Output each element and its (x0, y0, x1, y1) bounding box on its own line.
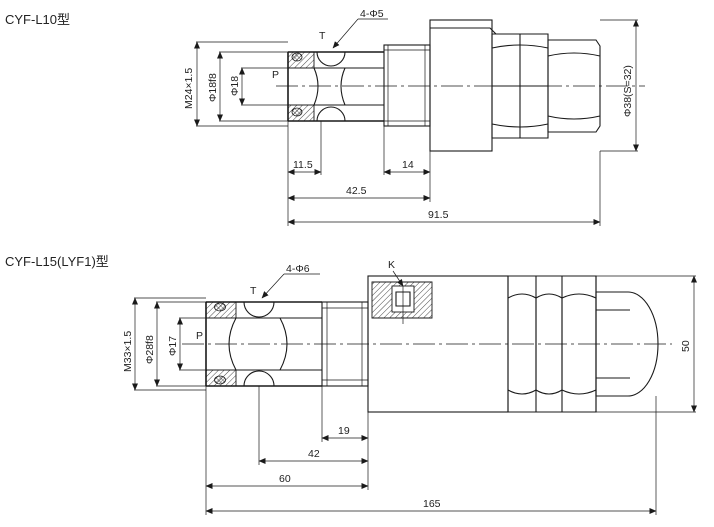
lower-cavity (228, 317, 288, 371)
lower-spigot-dim: Φ28f8 (144, 335, 156, 364)
upper-dim-3: 42.5 (346, 185, 367, 197)
lower-title: CYF-L15(LYF1)型 (5, 254, 109, 269)
upper-ports-label: 4-Φ5 (360, 8, 384, 20)
lower-dome-cap (595, 291, 659, 397)
lower-drawing: CYF-L15(LYF1)型 T 4-Φ6 (5, 254, 697, 515)
upper-hex-dim: Φ38(S=32) (622, 65, 634, 117)
upper-bore (314, 67, 384, 106)
upper-thread (383, 44, 431, 127)
lower-port-top (243, 301, 275, 318)
lower-port-T-label: T (250, 285, 257, 297)
lower-port-P-label: P (196, 330, 203, 342)
lower-thread-dim: M33×1.5 (122, 331, 134, 372)
lower-oring-top (214, 302, 226, 312)
upper-port-bottom (316, 106, 346, 122)
upper-port-top (316, 51, 346, 67)
upper-oring-bottom (291, 107, 303, 117)
upper-port-P-label: P (272, 69, 279, 81)
lower-dim-3: 60 (279, 473, 291, 485)
lower-bore (236, 317, 322, 371)
upper-dim-1: 11.5 (293, 159, 313, 171)
lower-dim-4: 165 (423, 498, 441, 510)
upper-end-cap (547, 39, 601, 133)
upper-port-T-label: T (319, 30, 326, 42)
lower-dim-1: 19 (338, 425, 350, 437)
upper-dim-4: 91.5 (428, 209, 449, 221)
lower-bore-dim: Φ17 (167, 336, 179, 356)
lower-port-bottom (243, 370, 275, 387)
upper-thread-dim: M24×1.5 (183, 68, 195, 109)
upper-hex-nut (491, 33, 549, 139)
lower-dim-2: 42 (308, 448, 320, 460)
upper-cavity (313, 67, 346, 106)
upper-spigot-dim: Φ18f8 (207, 73, 219, 102)
upper-drawing: CYF-L10型 T 4-Φ5 P (5, 8, 645, 226)
lower-height-dim: 50 (680, 340, 692, 352)
upper-dim-2: 14 (402, 159, 414, 171)
upper-bore-dim: Φ18 (229, 76, 241, 96)
lower-port-K-label: K (388, 259, 395, 271)
lower-oring-bottom (214, 375, 226, 385)
upper-title: CYF-L10型 (5, 12, 70, 27)
upper-collar (429, 19, 493, 152)
upper-oring-top (291, 52, 303, 62)
lower-ports-label: 4-Φ6 (286, 263, 310, 275)
